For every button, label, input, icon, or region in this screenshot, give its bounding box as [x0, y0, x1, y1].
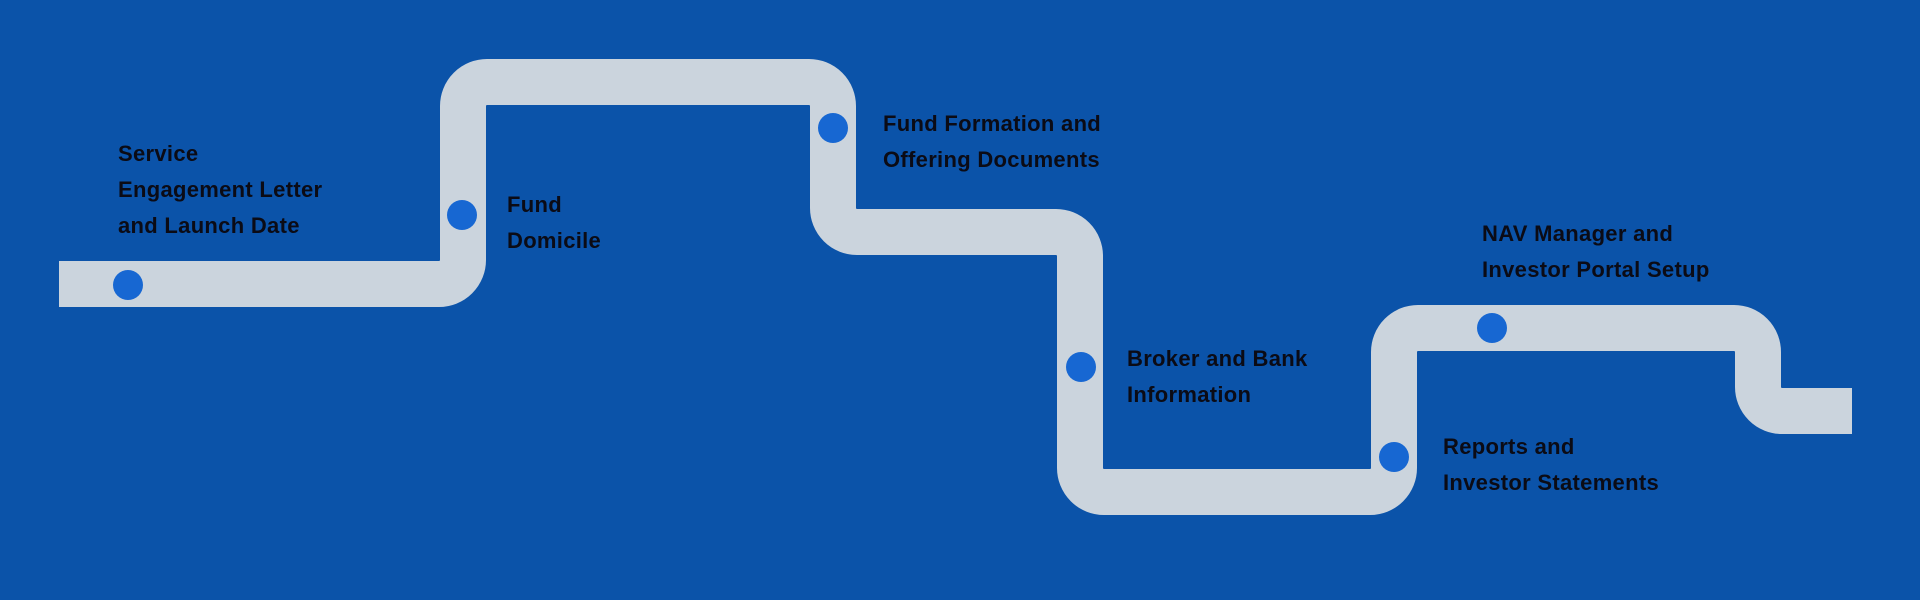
- label-line: Fund Formation and: [883, 111, 1102, 136]
- label-line: Broker and Bank: [1127, 346, 1308, 371]
- label-line: and Launch Date: [118, 213, 300, 238]
- milestone-label-reports-statements: Reports and Investor Statements: [1443, 429, 1659, 501]
- milestone-dot-3: [818, 113, 848, 143]
- label-line: Fund: [507, 192, 562, 217]
- label-line: Reports and: [1443, 434, 1575, 459]
- milestone-label-broker-bank: Broker and Bank Information: [1127, 341, 1308, 413]
- label-line: NAV Manager and: [1482, 221, 1674, 246]
- milestone-label-service-engagement: Service Engagement Letter and Launch Dat…: [118, 136, 322, 244]
- label-line: Information: [1127, 382, 1252, 407]
- label-line: Investor Statements: [1443, 470, 1659, 495]
- milestone-dot-1: [113, 270, 143, 300]
- label-line: Investor Portal Setup: [1482, 257, 1710, 282]
- milestone-dot-2: [447, 200, 477, 230]
- label-line: Domicile: [507, 228, 602, 253]
- milestone-label-fund-domicile: Fund Domicile: [507, 187, 601, 259]
- label-line: Engagement Letter: [118, 177, 323, 202]
- milestone-label-nav-manager: NAV Manager and Investor Portal Setup: [1482, 216, 1710, 288]
- label-line: Service: [118, 141, 199, 166]
- milestone-dot-5: [1379, 442, 1409, 472]
- milestone-dot-6: [1477, 313, 1507, 343]
- milestone-label-fund-formation: Fund Formation and Offering Documents: [883, 106, 1101, 178]
- label-line: Offering Documents: [883, 147, 1100, 172]
- milestone-dot-4: [1066, 352, 1096, 382]
